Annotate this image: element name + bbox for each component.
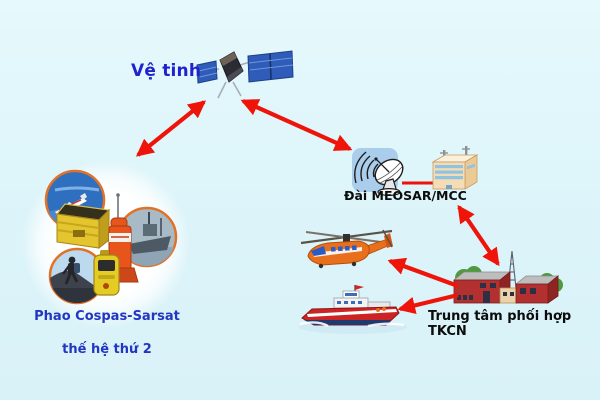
beacon-label-line2: thế hệ thứ 2 <box>62 342 152 357</box>
link-center-ship <box>397 292 459 315</box>
satellite-icon <box>196 46 294 104</box>
beacon-label-line1: Phao Cospas-Sarsat <box>34 309 180 324</box>
radio-waves-icon <box>354 151 379 184</box>
satellite-left-panel <box>196 60 218 84</box>
link-center-station <box>457 204 500 267</box>
elt-beacon-icon <box>55 203 111 250</box>
ship-distress-scene-icon <box>116 206 178 268</box>
satellite-label: Vệ tinh <box>131 61 202 81</box>
ground-station-icon <box>348 142 484 198</box>
station-label: Đài MEOSAR/MCC <box>344 188 467 203</box>
beacon-collage-icon <box>25 160 190 335</box>
link-satellite-station <box>240 99 353 151</box>
beacon-label: Phao Cospas-Sarsat thế hệ thứ 2 <box>18 309 196 359</box>
rescue-helicopter-icon <box>300 226 395 274</box>
center-label: Trung tâm phối hợp TKCN <box>428 309 572 339</box>
link-center-helicopter <box>387 257 459 288</box>
mcc-building-icon <box>431 146 479 190</box>
link-beacons-satellite <box>135 100 207 157</box>
center-right-building <box>514 275 560 304</box>
satellite-dish-icon <box>374 157 404 196</box>
rescue-ship-icon <box>298 284 408 336</box>
coordination-center-icon <box>450 248 566 310</box>
plb-beacon-icon <box>93 250 120 296</box>
